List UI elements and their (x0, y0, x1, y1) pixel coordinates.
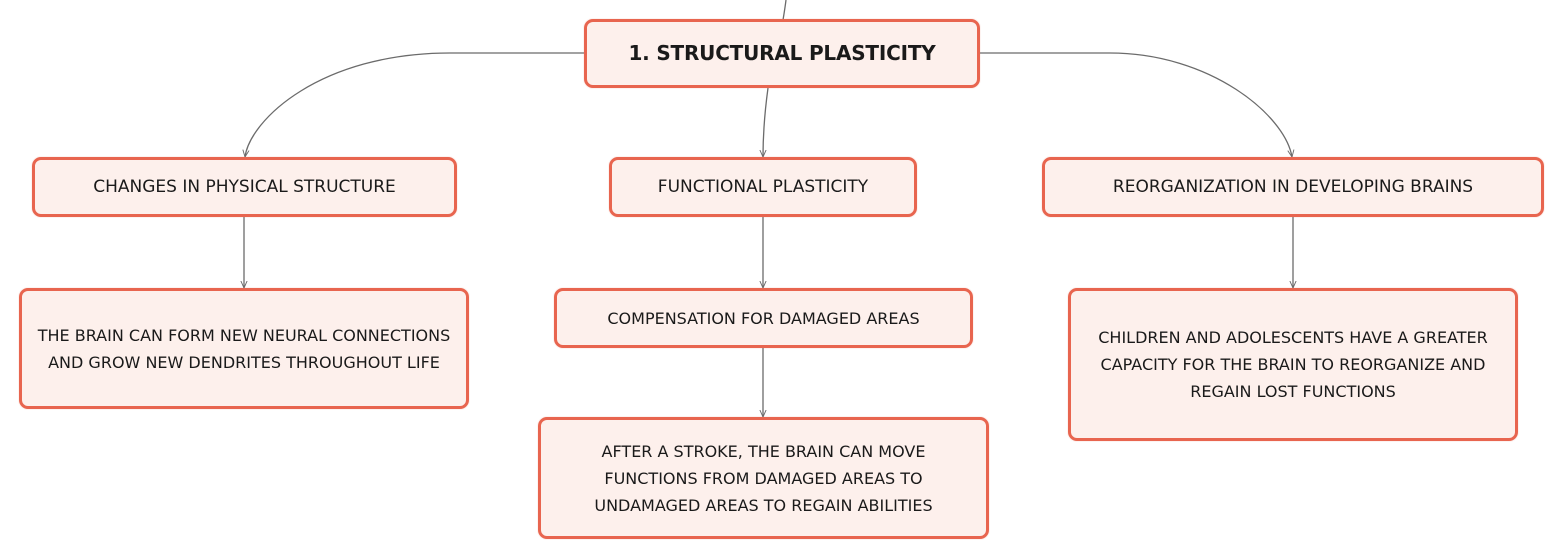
leaf-node-line: THE BRAIN CAN FORM NEW NEURAL CONNECTION… (37, 325, 451, 345)
connector-parent-to-root (782, 0, 787, 21)
leaf-node-line: UNDAMAGED AREAS TO REGAIN ABILITIES (594, 495, 933, 515)
leaf-node-line: FUNCTIONS FROM DAMAGED AREAS TO (604, 468, 923, 488)
branch-node-physical-structure[interactable]: CHANGES IN PHYSICAL STRUCTURE (32, 157, 457, 217)
leaf-node-line: REGAIN LOST FUNCTIONS (1190, 382, 1396, 401)
connector-root-to-developing-brains (979, 52, 1292, 157)
leaf-node-neural-connections[interactable]: THE BRAIN CAN FORM NEW NEURAL CONNECTION… (19, 288, 469, 409)
leaf-node-line: CHILDREN AND ADOLESCENTS HAVE A GREATER (1098, 328, 1488, 347)
leaf-node-stroke[interactable]: AFTER A STROKE, THE BRAIN CAN MOVE FUNCT… (538, 417, 989, 539)
root-node-label: 1. STRUCTURAL PLASTICITY (628, 41, 936, 65)
connector-root-to-functional-plasticity (763, 87, 769, 157)
leaf-node-line: CAPACITY FOR THE BRAIN TO REORGANIZE AND (1100, 355, 1486, 374)
branch-node-label: FUNCTIONAL PLASTICITY (657, 176, 869, 197)
leaf-node-children-adolescents[interactable]: CHILDREN AND ADOLESCENTS HAVE A GREATER … (1068, 288, 1518, 441)
branch-node-label: REORGANIZATION IN DEVELOPING BRAINS (1112, 176, 1474, 197)
connector-root-to-physical-structure (245, 52, 584, 157)
root-node[interactable]: 1. STRUCTURAL PLASTICITY (584, 19, 980, 88)
leaf-node-line: AND GROW NEW DENDRITES THROUGHOUT LIFE (48, 352, 440, 372)
branch-node-developing-brains[interactable]: REORGANIZATION IN DEVELOPING BRAINS (1042, 157, 1544, 217)
leaf-node-compensation[interactable]: COMPENSATION FOR DAMAGED AREAS (554, 288, 973, 348)
leaf-node-line: COMPENSATION FOR DAMAGED AREAS (607, 308, 920, 328)
branch-node-functional-plasticity[interactable]: FUNCTIONAL PLASTICITY (609, 157, 917, 217)
leaf-node-line: AFTER A STROKE, THE BRAIN CAN MOVE (601, 441, 926, 461)
branch-node-label: CHANGES IN PHYSICAL STRUCTURE (93, 176, 396, 197)
